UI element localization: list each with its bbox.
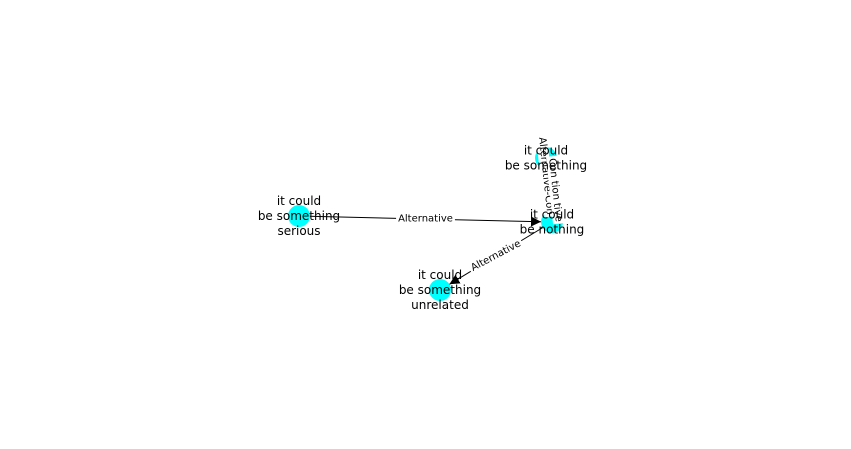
node-unrelated <box>429 279 451 301</box>
node-label-line: serious <box>277 224 320 238</box>
edge-label-background <box>545 155 565 225</box>
node-label-line: be something <box>258 209 340 223</box>
node-label-line: be something <box>399 283 481 297</box>
node-label-line: it could <box>524 144 568 158</box>
edge-label-group: Alternative <box>396 213 455 225</box>
edge-label-background <box>467 237 525 275</box>
node-label-line: it could <box>418 268 462 282</box>
node-serious <box>288 205 310 227</box>
edge-label-group: Alternative <box>467 237 525 275</box>
edge-label: Alternative <box>469 238 523 273</box>
node-label-line: it could <box>277 194 321 208</box>
edge-label: Alternative <box>398 214 453 225</box>
node-label-line: unrelated <box>411 298 469 312</box>
node-label-line: be nothing <box>520 223 585 237</box>
edge-label-background <box>396 213 455 225</box>
node-label-line: be something <box>505 159 587 173</box>
node-label-line: it could <box>530 208 574 222</box>
